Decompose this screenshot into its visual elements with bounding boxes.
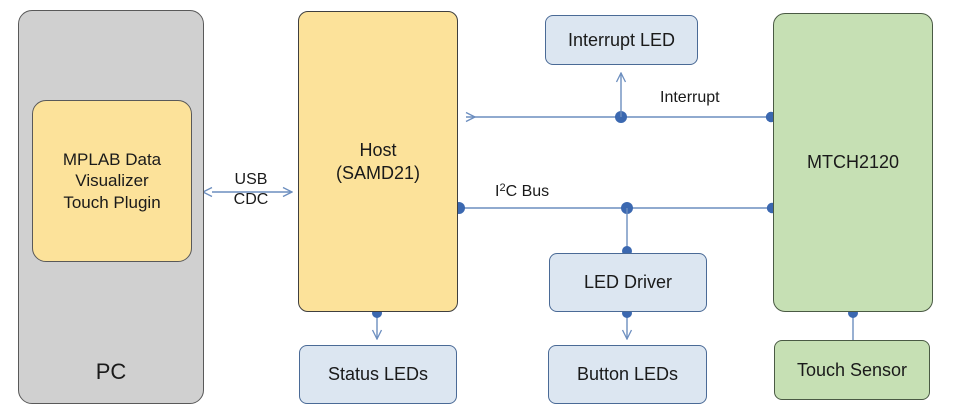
edge-label-i2c-bus: I2C Bus bbox=[495, 182, 605, 202]
node-button-leds[interactable]: Button LEDs bbox=[548, 345, 707, 404]
node-interrupt-led-label: Interrupt LED bbox=[567, 29, 676, 50]
node-interrupt-led[interactable]: Interrupt LED bbox=[545, 15, 698, 65]
node-status-leds-label: Status LEDs bbox=[327, 364, 429, 385]
node-led-driver[interactable]: LED Driver bbox=[549, 253, 707, 312]
node-button-leds-label: Button LEDs bbox=[576, 364, 679, 385]
node-mplab-data-visualizer-touch-plugin[interactable]: MPLAB Data Visualizer Touch Plugin bbox=[32, 100, 192, 262]
connector-led-driver-button-leds bbox=[622, 308, 632, 339]
i2c-prefix: I bbox=[495, 183, 500, 200]
node-status-leds[interactable]: Status LEDs bbox=[299, 345, 457, 404]
connector-mtch-touch-sensor bbox=[848, 308, 858, 340]
edge-label-usb-cdc: USB CDC bbox=[233, 171, 269, 208]
node-host-label: Host (SAMD21) bbox=[335, 140, 420, 183]
connector-i2c-bus bbox=[453, 202, 778, 256]
node-led-driver-label: LED Driver bbox=[583, 272, 672, 293]
connector-host-status-leds bbox=[372, 308, 382, 339]
node-touch-sensor-label: Touch Sensor bbox=[796, 359, 908, 380]
node-host-samd21[interactable]: Host (SAMD21) bbox=[298, 11, 458, 312]
node-mtch2120[interactable]: MTCH2120 bbox=[773, 13, 933, 312]
i2c-suffix: C Bus bbox=[505, 183, 550, 200]
node-plugin-label: MPLAB Data Visualizer Touch Plugin bbox=[62, 150, 162, 212]
edge-label-interrupt: Interrupt bbox=[660, 89, 720, 106]
node-pc-label: PC bbox=[95, 358, 127, 384]
node-touch-sensor[interactable]: Touch Sensor bbox=[774, 340, 930, 400]
i2c-superscript: 2 bbox=[499, 182, 506, 195]
node-mtch2120-label: MTCH2120 bbox=[806, 152, 900, 173]
